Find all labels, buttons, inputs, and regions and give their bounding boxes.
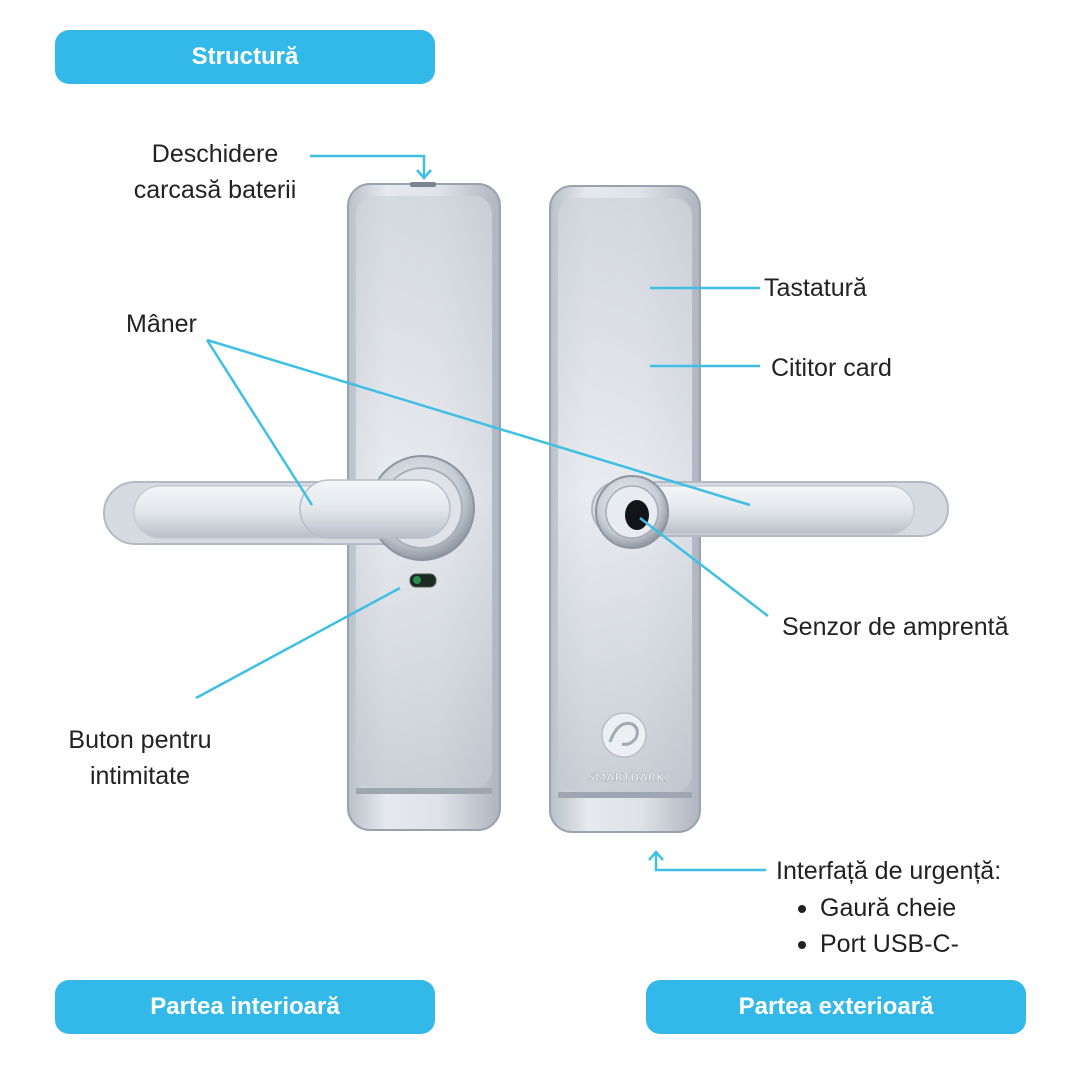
leader-privacy-button [195,586,401,700]
handle-label: Mâner [126,310,197,338]
leader-battery-cover [310,154,426,178]
emergency-interface-label: Interfață de urgență: [776,857,1002,885]
inside-side-pill: Partea interioară [55,980,435,1034]
privacy-button-label: Buton pentru intimitate [40,722,240,794]
outside-side-label: Partea exterioară [738,993,934,1020]
arrow-up-icon [648,850,664,861]
arrow-down-icon [416,169,432,180]
section-title-pill: Structură [55,30,435,84]
privacy-button-label-line1: Buton pentru [68,726,212,754]
section-title: Structură [191,43,299,70]
list-item: Gaură cheie [792,890,959,926]
privacy-button-label-line2: intimitate [89,762,191,790]
interior-handle [103,455,475,561]
leader-handle-interior [205,339,314,506]
list-item: Port USB-C- [792,926,959,962]
outside-side-pill: Partea exterioară [646,980,1026,1034]
leader-emergency [654,852,766,872]
brand-logo-text: SMARTDARK [587,771,665,784]
brand-logo-icon: SMARTDARK [587,712,665,784]
card-reader-label: Cititor card [771,354,892,382]
battery-cover-label-line1: Deschidere [151,140,279,168]
leader-lines [195,154,769,872]
emergency-interface-list: Gaură cheie Port USB-C- [792,890,959,962]
battery-cover-label: Deschidere carcasă baterii [110,136,320,208]
leader-handle-exterior [206,338,751,507]
battery-cover-slot [410,182,436,187]
exterior-handle [591,475,949,549]
keypad-label: Tastatură [764,274,867,302]
fingerprint-sensor-icon [625,500,649,530]
battery-cover-label-line2: carcasă baterii [133,176,297,204]
fingerprint-sensor-label: Senzor de amprentă [782,613,1009,641]
inside-side-label: Partea interioară [150,993,340,1020]
privacy-button-icon [409,573,437,588]
leader-fingerprint [639,517,769,617]
